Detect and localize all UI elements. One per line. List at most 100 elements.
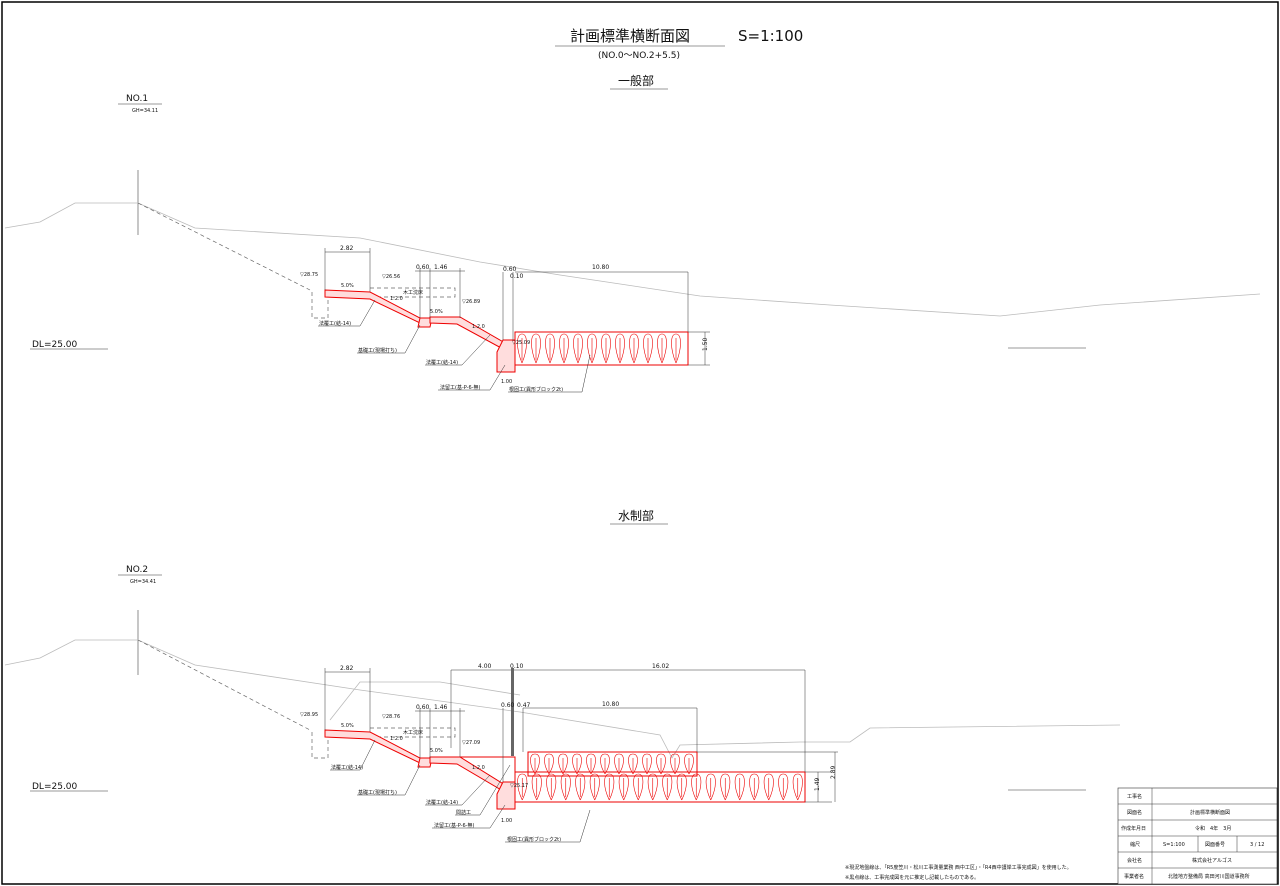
scale-label: 縮尺	[1130, 841, 1140, 848]
dim-label: 1.50	[702, 337, 709, 351]
estimated-ground-line	[137, 202, 311, 291]
dim-label: 1.49	[814, 777, 821, 791]
dim-label: 0.10	[510, 273, 524, 280]
armour-block	[671, 333, 681, 364]
armour-block	[517, 333, 527, 364]
armour-block	[544, 753, 554, 775]
station-label: NO.1	[126, 94, 148, 104]
armour-block	[647, 773, 658, 801]
section-groyne: 水制部 NO.2 GH=34.41 DL=25.00 2.82 0.60 1.4…	[4, 508, 1121, 843]
toe-block	[496, 781, 516, 810]
armour-block	[676, 773, 687, 801]
elevation-label: ▽27.09	[462, 740, 480, 746]
armour-block	[531, 333, 541, 364]
station-label: NO.2	[126, 565, 148, 575]
section-general: 一般部 NO.1 GH=34.11 DL=25.00 2.82 0.60 1.4…	[4, 73, 1261, 393]
armour-block	[530, 753, 540, 775]
note-1: ※現況地盤線は、「R5度笠川・松川工事測量業務 西中工区」・「R4西中護岸工事完…	[845, 864, 1072, 871]
slope-label: 5.0%	[341, 723, 354, 729]
elevation-label: ▽28.95	[300, 712, 318, 718]
estimated-ground-line	[137, 639, 311, 731]
elevation-label: ▽26.89	[462, 299, 480, 305]
slope-label: 1:2.0	[390, 296, 403, 302]
dim-label: 2.89	[830, 765, 837, 779]
callout-label: 法覆工(結-14)	[426, 799, 458, 806]
datum-level: DL=25.00	[32, 782, 78, 792]
dim-label: 0.60	[416, 704, 430, 711]
callout-label: 法留工(基-P-6-無)	[434, 822, 474, 829]
armour-block	[615, 333, 625, 364]
datum-level: DL=25.00	[32, 340, 78, 350]
callout-label: 根固工(異形ブロック2t)	[507, 836, 561, 843]
armour-block	[670, 753, 680, 775]
number-value: 3 / 12	[1250, 842, 1264, 848]
armour-block	[531, 773, 542, 801]
scale-value: S=1:100	[1163, 842, 1185, 848]
callout-label: 基礎工(現場打ち)	[358, 789, 397, 796]
dim-label: 2.82	[340, 665, 354, 672]
armour-block	[614, 753, 624, 775]
armour-block	[720, 773, 731, 801]
armour-block	[546, 773, 557, 801]
root-protection-blocks	[514, 331, 689, 366]
armour-block	[601, 333, 611, 364]
drawing-label: 図面名	[1127, 809, 1142, 816]
section-heading: 水制部	[618, 508, 654, 523]
armour-block	[684, 753, 694, 775]
dim-label: 0.60	[416, 264, 430, 271]
slope-label: 5.0%	[430, 309, 443, 315]
client-label: 事業者名	[1124, 873, 1144, 880]
elevation-label: ▽26.56	[382, 274, 400, 280]
slope-label: 1:2.0	[472, 324, 485, 330]
armour-block	[734, 773, 745, 801]
dim-label: 0.60	[501, 702, 515, 709]
armour-block	[656, 753, 666, 775]
elevation-label: ▽28.76	[382, 714, 400, 720]
elevation-label: ▽28.75	[300, 272, 318, 278]
slope-label: 5.0%	[430, 748, 443, 754]
callout-label: 法覆工(結-14)	[426, 359, 458, 366]
armour-block	[778, 773, 789, 801]
callout-label: 間詰工	[456, 809, 471, 816]
callout-label: 木工沈床	[403, 289, 423, 296]
armour-block	[575, 773, 586, 801]
armour-block	[572, 753, 582, 775]
armour-block	[749, 773, 760, 801]
armour-block	[600, 753, 610, 775]
armour-block	[763, 773, 774, 801]
armour-block	[586, 753, 596, 775]
armour-block	[642, 753, 652, 775]
callout-label: 法覆工(結-14)	[331, 764, 363, 771]
title-block: 工事名 図面名 計画標準横断面図 作成年月日 令和 4年 3月 縮尺 S=1:1…	[1117, 787, 1278, 885]
dim-label: 1.00	[501, 379, 512, 385]
number-label: 図面番号	[1205, 841, 1225, 848]
elevation-label: ▽25.09	[512, 340, 530, 346]
callout-label: 法覆工(結-14)	[319, 320, 351, 327]
drawing-title: 計画標準横断面図	[570, 27, 690, 45]
armour-block	[604, 773, 615, 801]
armour-block	[691, 773, 702, 801]
slope-label: 1:2.0	[390, 736, 403, 742]
armour-block	[560, 773, 571, 801]
dim-label: 10.80	[602, 701, 619, 708]
slope-label: 1:2.0	[472, 765, 485, 771]
dim-label: 1.46	[434, 704, 448, 711]
armour-block	[662, 773, 673, 801]
elevation-label: ▽25.17	[510, 783, 528, 789]
existing-ground-line	[4, 639, 1121, 759]
section-heading: 一般部	[618, 73, 654, 88]
dim-label: 2.82	[340, 245, 354, 252]
armour-block	[589, 773, 600, 801]
existing-ground-line	[4, 202, 1261, 317]
armour-block	[517, 773, 528, 801]
note-2: ※黒点線は、工事完成図を元に推定し記載したものである。	[845, 874, 979, 881]
station-range: (NO.0〜NO.2+5.5)	[598, 51, 680, 61]
armour-block	[618, 773, 629, 801]
drawing-value: 計画標準横断面図	[1190, 809, 1230, 816]
slope-label: 5.0%	[341, 283, 354, 289]
armour-block	[629, 333, 639, 364]
callout-label: 法留工(基-P-6-無)	[440, 384, 480, 391]
armour-block	[633, 773, 644, 801]
